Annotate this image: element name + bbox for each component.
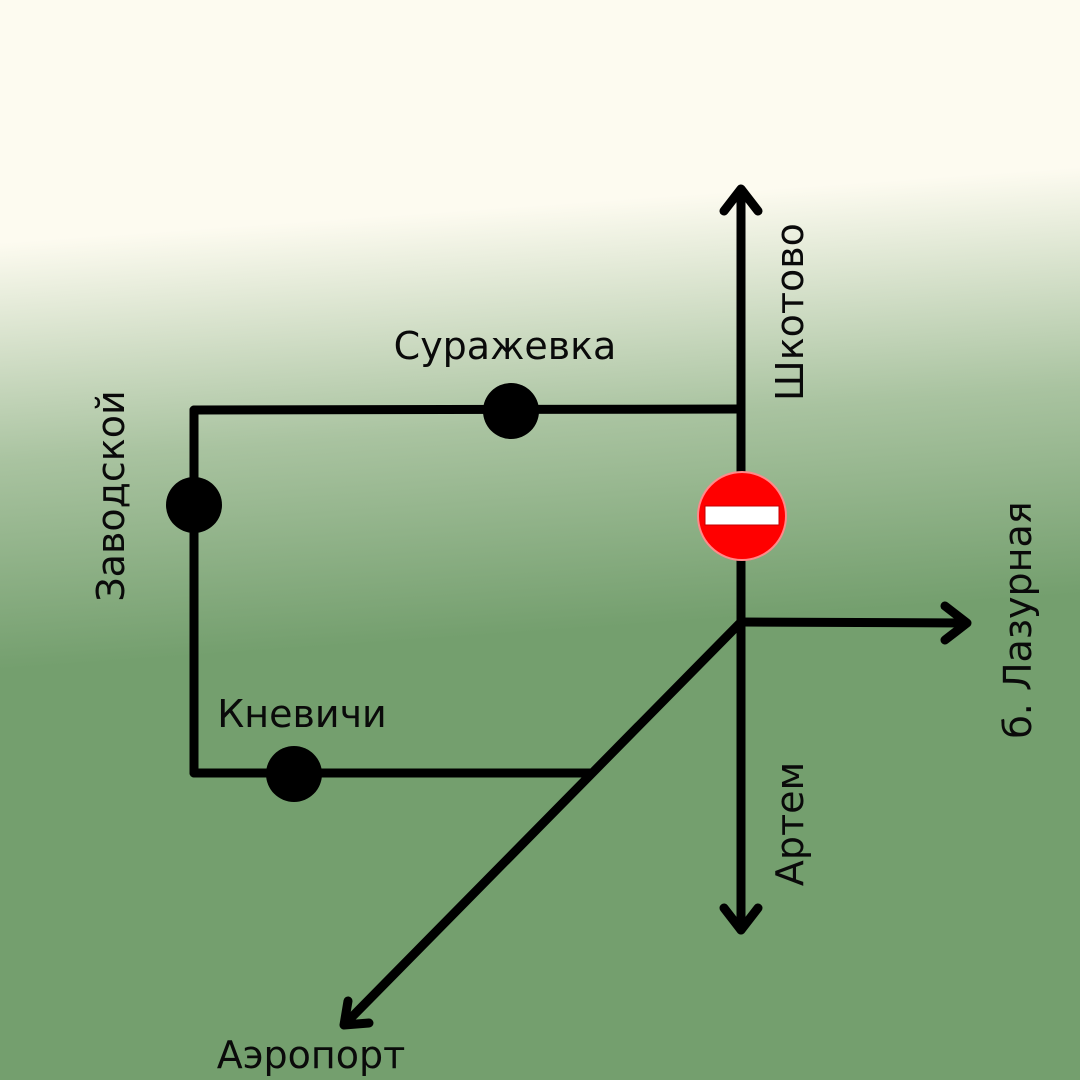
arrow-head-icon bbox=[719, 184, 763, 216]
arrow-head-icon bbox=[719, 903, 763, 935]
station-label-zavodskoy: Заводской bbox=[89, 390, 133, 602]
direction-label-airport: Аэропорт bbox=[216, 1033, 406, 1077]
no-entry-sign-icon bbox=[697, 471, 787, 561]
road-lazurnaya bbox=[736, 617, 971, 628]
direction-label-artem: Артем bbox=[768, 761, 812, 887]
direction-label-shkotovo: Шкотово bbox=[768, 223, 812, 401]
stop-dot-icon-knevichi bbox=[266, 746, 322, 802]
direction-label-lazurnaya: б. Лазурная bbox=[996, 501, 1040, 739]
stop-dot-icon-zavodskoy bbox=[166, 477, 222, 533]
station-label-knevichi: Кневичи bbox=[217, 692, 387, 736]
station-label-surazhevka: Суражевка bbox=[393, 324, 617, 368]
road-surazhevka bbox=[189, 404, 746, 415]
stop-dot-icon-surazhevka bbox=[483, 383, 539, 439]
arrow-head-icon bbox=[940, 601, 972, 645]
arrow-head-icon bbox=[339, 996, 374, 1030]
road-airport bbox=[340, 617, 746, 1029]
